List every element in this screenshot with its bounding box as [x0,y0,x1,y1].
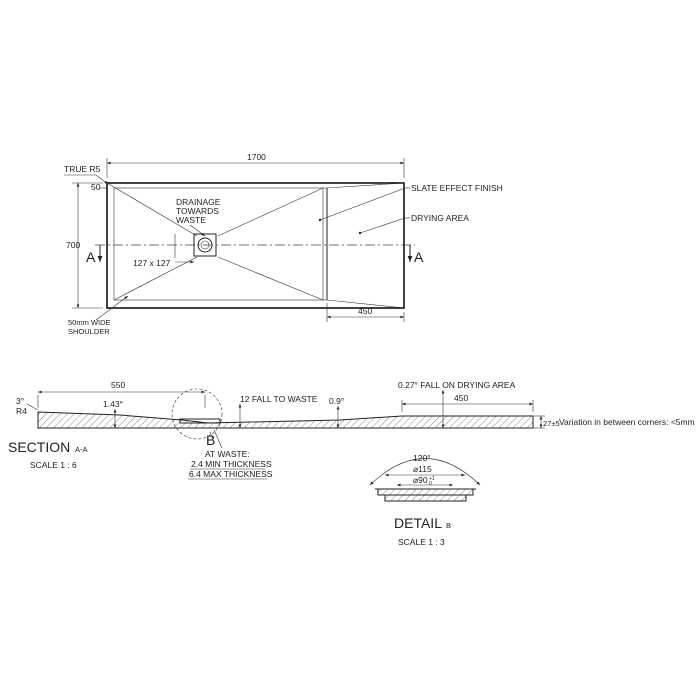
tol-plus: +1 [429,476,435,482]
true-r5-label: TRUE R5 [64,164,101,174]
section-title: SECTION [8,439,70,455]
slope-09-label: 0.9° [329,396,344,406]
waste-note-3: 6.4 MAX THICKNESS [189,469,273,479]
dim-length: 1700 [247,152,266,162]
tray-outline [106,182,405,309]
variation-label: Variation in between corners: <5mm [559,417,695,427]
detail-angle-label: 120° [413,453,431,463]
detail-ref-label: B [206,432,215,448]
detail-title: DETAIL [394,515,442,531]
dia-115-label: ⌀115 [413,464,432,474]
detail-title-sub: B [446,521,451,530]
dim-shoulder: 50 [91,182,101,192]
dim-550: 550 [111,380,125,390]
drainage-label-3: WASTE [176,215,206,225]
plan-view: A A 1700 700 50 TRUE R5 DRAINAGE TOWARDS… [64,152,503,336]
detail-scale: SCALE 1 : 3 [398,537,445,547]
section-title-sub: A-A [75,445,88,454]
waste-size-label: 127 x 127 [133,258,171,268]
dim-450: 450 [454,393,468,403]
waste-flange [377,488,474,496]
shoulder-label-1: 50mm WIDE [68,318,111,327]
r4-label: R4 [16,406,27,416]
angle-3-label: 3° [16,396,24,406]
drainage-label-2: TOWARDS [176,206,219,216]
dim-drying: 450 [358,306,372,316]
tray-section [37,411,534,429]
drying-fall-label: 0.27° FALL ON DRYING AREA [398,380,516,390]
tol-minus: 0 [429,481,432,487]
slate-finish-label: SLATE EFFECT FINISH [411,183,503,193]
slope-143-label: 1.43° [103,399,123,409]
dim-width: 700 [66,240,80,250]
section-mark-left: A [86,249,96,265]
drying-area-label: DRYING AREA [411,213,469,223]
drainage-label-1: DRAINAGE [176,197,221,207]
shoulder-label-2: SHOULDER [68,327,110,336]
section-scale: SCALE 1 : 6 [30,460,77,470]
fall-to-waste-label: 12 FALL TO WASTE [240,394,318,404]
section-mark-right: A [414,249,424,265]
detail-view: 120° ⌀115 ⌀90 +1 0 DETAIL B SCALE 1 : 3 [369,453,481,547]
thickness-label: 27±5 [543,419,560,428]
detail-b-circle [171,388,223,440]
waste-note-1: AT WASTE: [205,449,250,459]
section-view: 550 450 3° R4 1.43° 12 FALL TO WASTE 0.9… [8,380,695,480]
dia-90-label: ⌀90 [413,475,428,485]
waste-note-2: 2.4 MIN THICKNESS [191,459,272,469]
